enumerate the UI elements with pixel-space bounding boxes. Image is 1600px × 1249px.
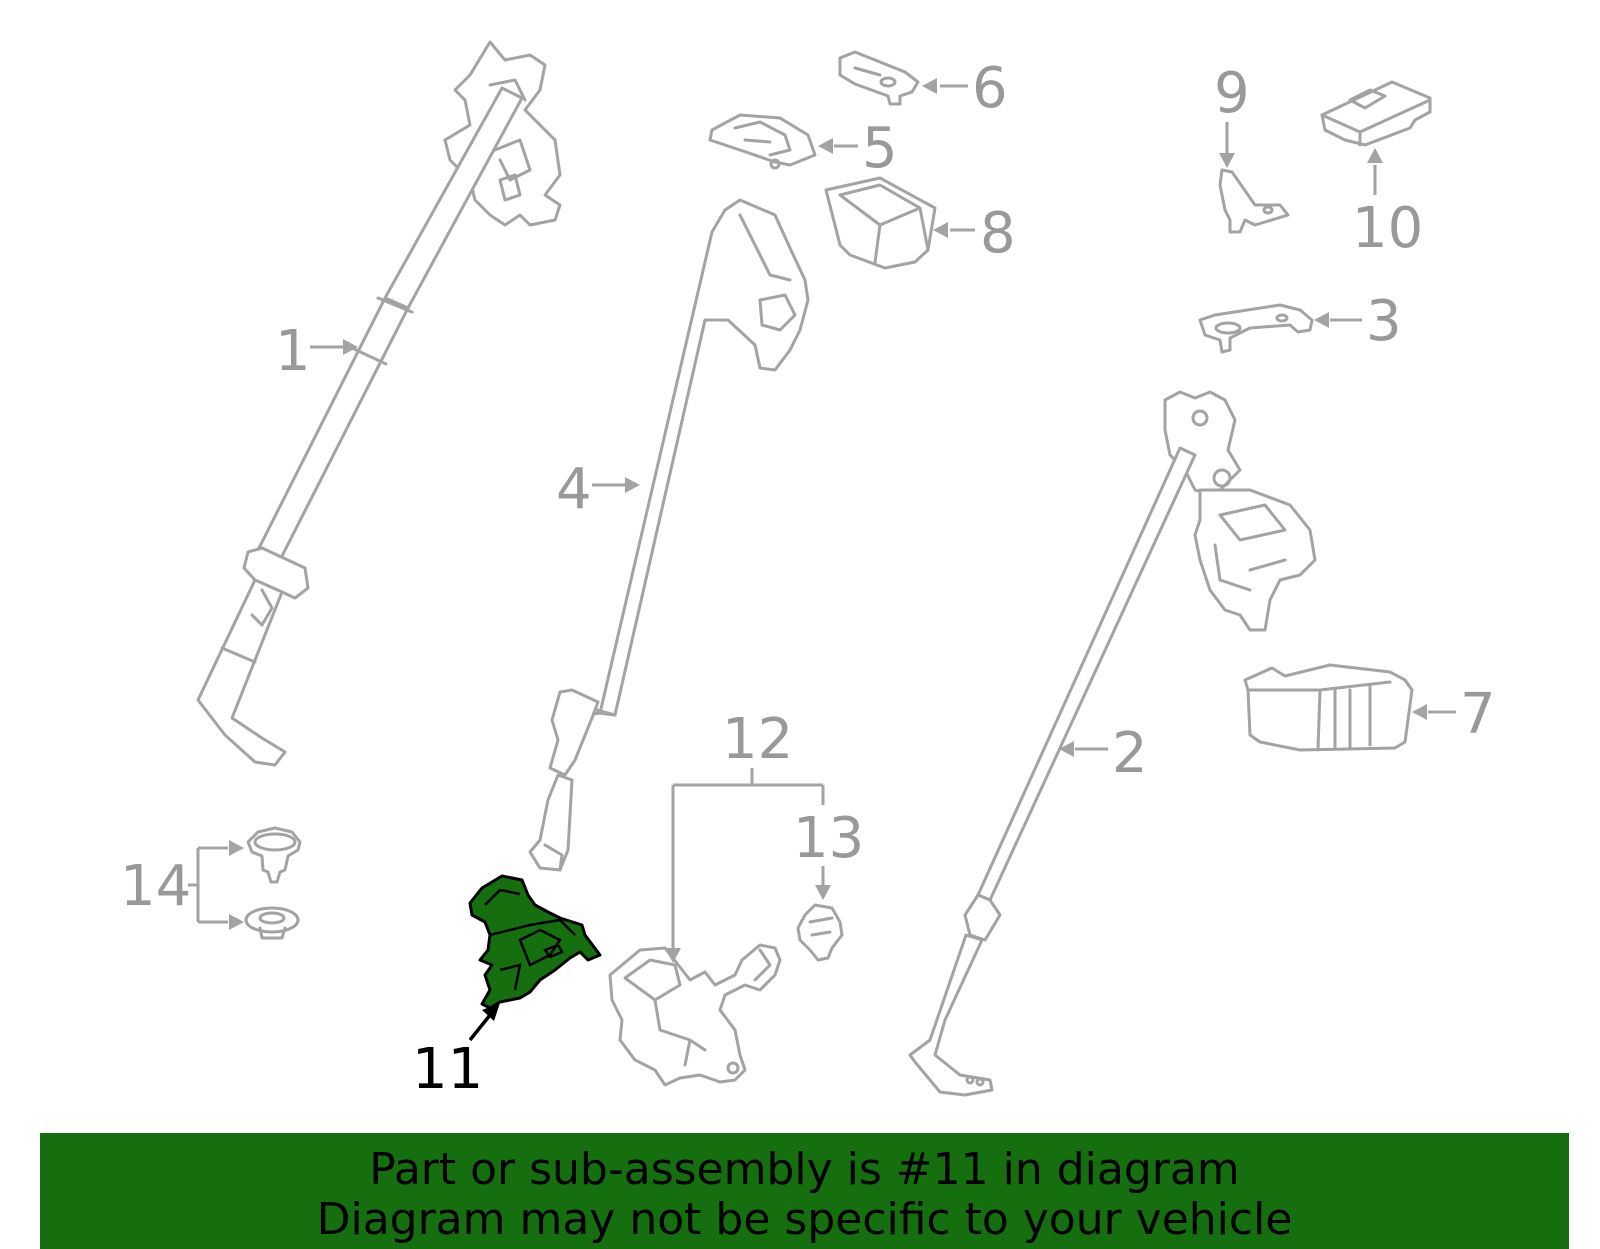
callout-2: 2 bbox=[1112, 721, 1148, 786]
part-2-belt-assembly bbox=[908, 390, 1317, 1097]
part-14-fasteners bbox=[244, 826, 302, 940]
part-11-highlighted bbox=[468, 874, 602, 1010]
callout-3: 3 bbox=[1366, 289, 1402, 354]
banner-line-1: Part or sub-assembly is #11 in diagram bbox=[369, 1144, 1240, 1195]
callout-5: 5 bbox=[862, 116, 898, 181]
callout-13: 13 bbox=[793, 806, 864, 871]
info-banner: Part or sub-assembly is #11 in diagram D… bbox=[40, 1133, 1569, 1249]
part-1-belt-assembly bbox=[196, 40, 562, 767]
part-3-bracket bbox=[1198, 303, 1314, 354]
callout-6: 6 bbox=[972, 56, 1008, 121]
callout-14: 14 bbox=[120, 854, 191, 919]
callout-10: 10 bbox=[1352, 196, 1423, 261]
part-10-module bbox=[1320, 80, 1432, 147]
callout-labels: 1 4 6 5 8 9 10 3 2 7 12 13 14 11 bbox=[120, 56, 1496, 1102]
part-9-bracket bbox=[1218, 168, 1290, 234]
part-6-bracket bbox=[838, 50, 920, 106]
part-8-pocket bbox=[824, 176, 937, 270]
callout-4: 4 bbox=[556, 457, 592, 522]
callout-9: 9 bbox=[1214, 61, 1250, 126]
callout-1: 1 bbox=[275, 319, 311, 384]
part-5-cover bbox=[708, 113, 817, 170]
callout-11: 11 bbox=[412, 1037, 483, 1102]
part-7-trim-cover bbox=[1243, 663, 1414, 752]
part-13-clip bbox=[796, 903, 844, 962]
callout-8: 8 bbox=[980, 201, 1016, 266]
callout-12: 12 bbox=[722, 707, 793, 772]
part-4-belt-assembly bbox=[528, 198, 810, 872]
callout-7: 7 bbox=[1460, 682, 1496, 747]
part-12-buckle bbox=[608, 943, 782, 1087]
banner-line-2: Diagram may not be specific to your vehi… bbox=[316, 1194, 1293, 1245]
leader-lines bbox=[188, 78, 1456, 1042]
